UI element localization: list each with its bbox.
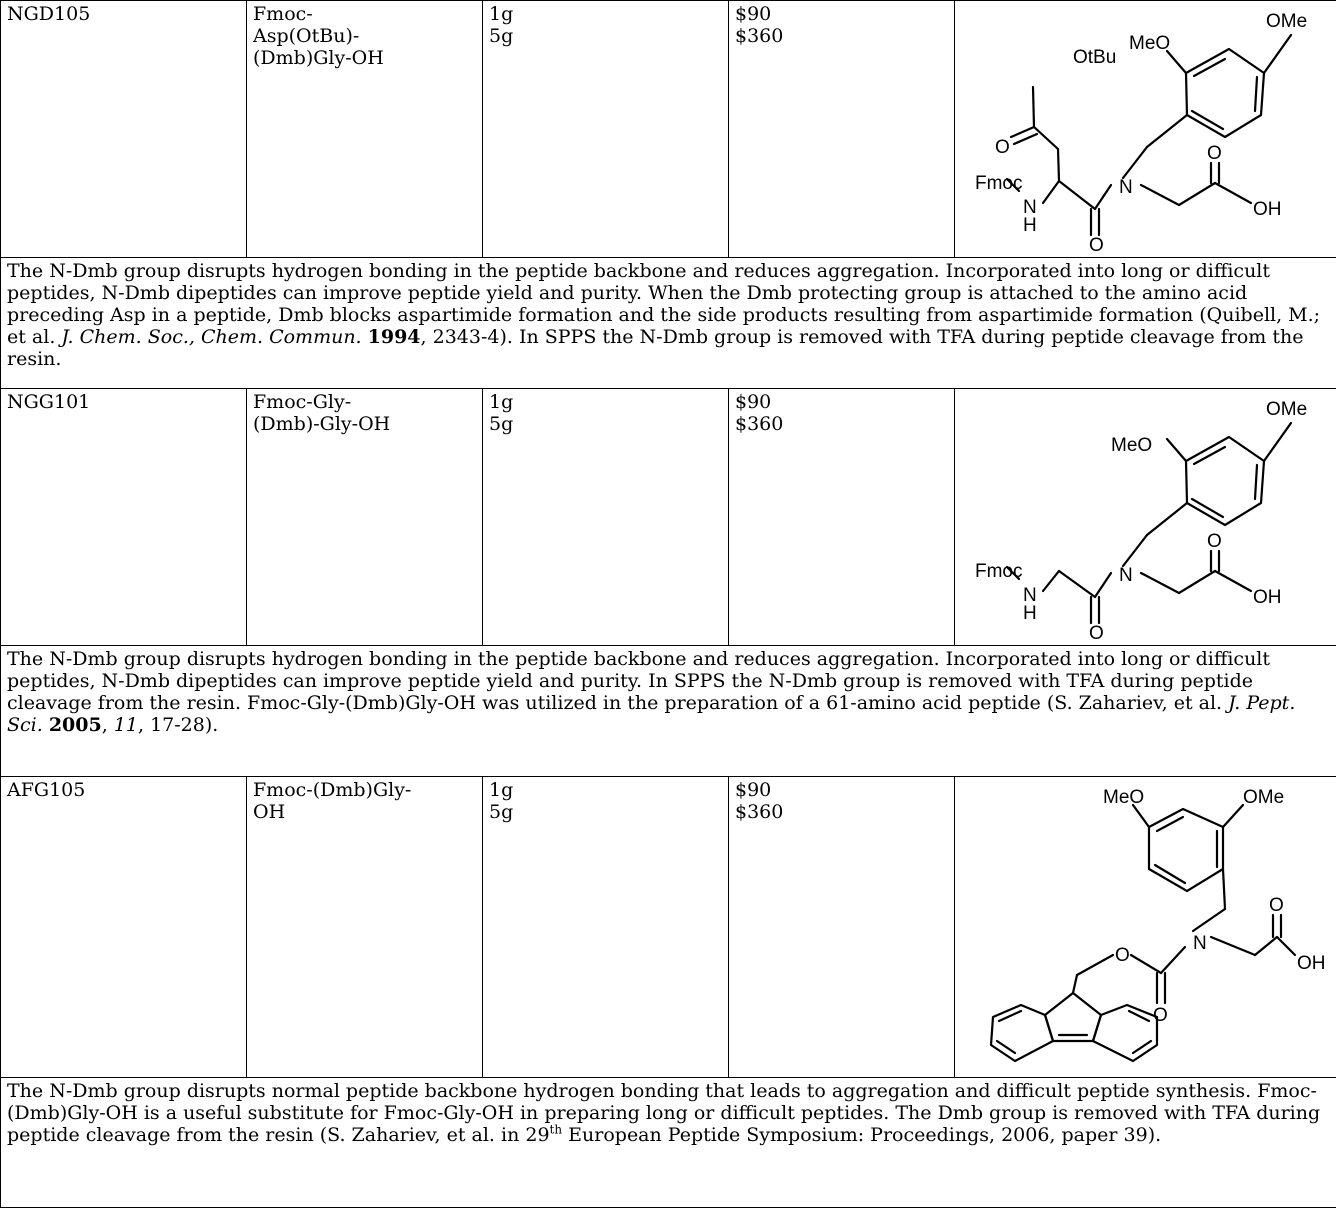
product-sizes: 1g 5g [483,777,729,1078]
structure-diagram: OMe MeO OtBu O O OH N Fmoc N H O [961,3,1336,257]
structure-label-n: N [1119,177,1133,198]
publication-year: 1994 [368,326,421,348]
structure-cell: OMe MeO O OH N Fmoc N H O [955,389,1336,646]
structure-label-oh: OH [1253,587,1282,608]
product-prices: $90 $360 [729,1,955,258]
structure-label-nh-h: H [1023,603,1037,624]
structure-cell: MeO OMe O OH N O O [955,777,1336,1078]
product-description: The N-Dmb group disrupts hydrogen bondin… [1,258,1336,389]
product-name: Fmoc- Asp(OtBu)- (Dmb)Gly-OH [247,1,483,258]
product-prices: $90 $360 [729,389,955,646]
journal-name: J. Chem. Soc., Chem. Commun. [61,326,361,348]
structure-label-o-amide: O [1089,623,1104,644]
journal-volume: 11 [114,714,138,736]
publication-year: 2005 [49,714,102,736]
structure-label-meo: MeO [1129,33,1170,54]
structure-label-otbu: OtBu [1073,47,1116,68]
structure-label-o-acid: O [1207,531,1222,552]
product-name: Fmoc-(Dmb)Gly- OH [247,777,483,1078]
structure-label-oh: OH [1253,199,1282,220]
structure-diagram: MeO OMe O OH N O O [961,779,1336,1077]
product-sizes: 1g 5g [483,1,729,258]
product-prices: $90 $360 [729,777,955,1078]
description-row: The N-Dmb group disrupts hydrogen bondin… [1,258,1336,389]
description-row: The N-Dmb group disrupts hydrogen bondin… [1,646,1336,777]
structure-label-oh: OH [1297,953,1326,974]
structure-label-nh-h: H [1023,215,1037,236]
product-row: AFG105 Fmoc-(Dmb)Gly- OH 1g 5g $90 $360 [1,777,1336,1078]
product-row: NGG101 Fmoc-Gly- (Dmb)-Gly-OH 1g 5g $90 … [1,389,1336,646]
description-row: The N-Dmb group disrupts normal peptide … [1,1078,1336,1208]
structure-cell: OMe MeO OtBu O O OH N Fmoc N H O [955,1,1336,258]
structure-label-ome: OMe [1266,11,1307,32]
product-row: NGD105 Fmoc- Asp(OtBu)- (Dmb)Gly-OH 1g 5… [1,1,1336,258]
product-code: AFG105 [1,777,247,1078]
product-sizes: 1g 5g [483,389,729,646]
structure-label-ome: OMe [1243,787,1284,808]
structure-label-o-acid: O [1207,143,1222,164]
structure-label-meo: MeO [1103,787,1144,808]
structure-label-fmoc: Fmoc [975,561,1023,582]
product-code: NGG101 [1,389,247,646]
structure-label-ome: OMe [1266,399,1307,420]
product-code: NGD105 [1,1,247,258]
product-description: The N-Dmb group disrupts hydrogen bondin… [1,646,1336,777]
structure-label-o-ester: O [995,137,1010,158]
structure-label-o-acid: O [1269,895,1284,916]
product-description: The N-Dmb group disrupts normal peptide … [1,1078,1336,1208]
structure-diagram: OMe MeO O OH N Fmoc N H O [961,391,1336,645]
structure-label-n: N [1119,565,1133,586]
structure-label-o-amide: O [1089,235,1104,256]
structure-label-fmoc: Fmoc [975,173,1023,194]
product-name: Fmoc-Gly- (Dmb)-Gly-OH [247,389,483,646]
structure-label-meo: MeO [1111,435,1152,456]
structure-label-o-ether: O [1115,945,1130,966]
structure-label-n: N [1193,933,1207,954]
structure-label-o-carbonyl: O [1153,1005,1168,1026]
